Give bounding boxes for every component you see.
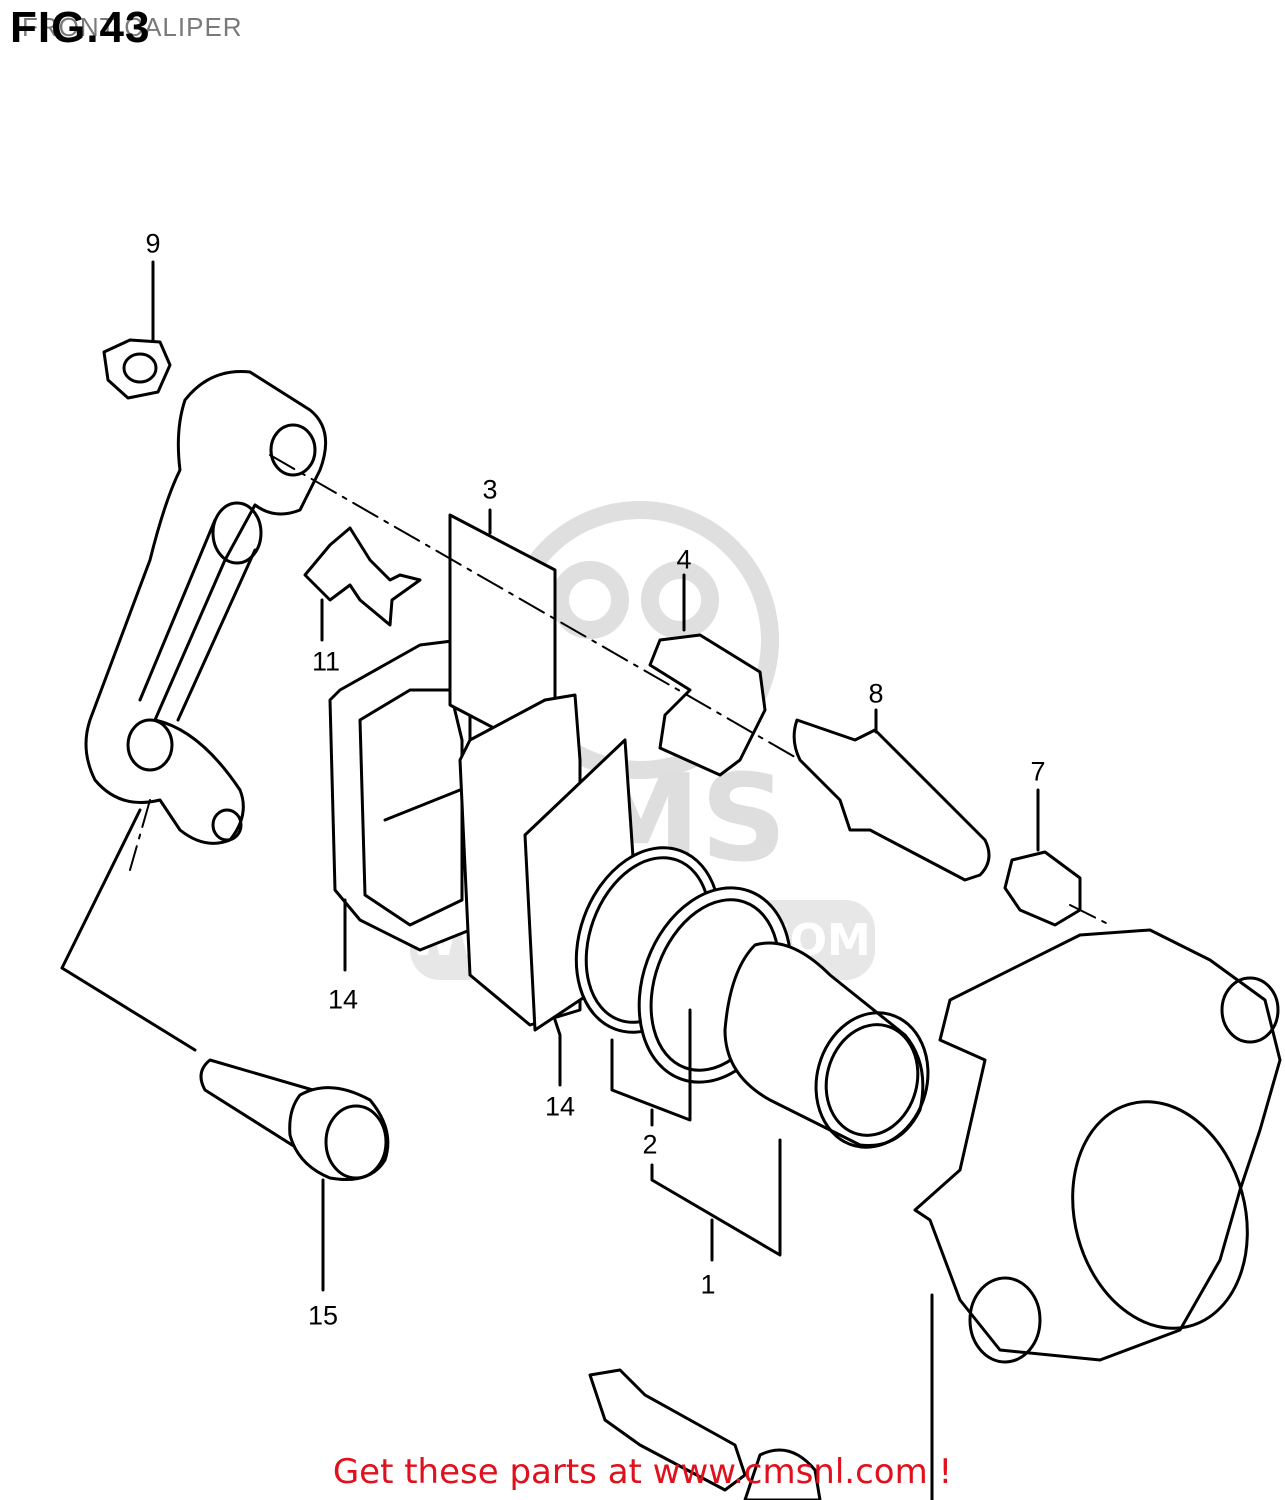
part-1-piston [650,941,930,1262]
callout-14-inner: 14 [544,1091,576,1122]
caliper-bracket [84,370,328,845]
figure-title: FIG.43 [10,3,151,52]
callout-7: 7 [1030,756,1046,787]
part-9-nut [102,260,172,400]
callout-11: 11 [311,646,341,677]
part-7-bleeder [1003,788,1082,927]
callout-9: 9 [145,228,161,259]
footer-link[interactable]: Get these parts at www.cmsnl.com ! [332,1452,953,1492]
callout-15: 15 [307,1300,339,1331]
caliper-body [913,928,1282,1500]
figure-subtitle: FRONT CALIPER [22,12,243,42]
alignment-lines [129,454,1111,926]
part-8-slide-pin [792,708,991,882]
part-11-spring [303,526,422,642]
callout-3: 3 [482,474,498,505]
part-4-pad-spring [648,573,767,777]
callout-4: 4 [676,544,692,575]
callout-1: 1 [700,1269,716,1300]
callout-14-outer: 14 [327,984,359,1015]
part-15-bolt [60,808,390,1292]
callout-2: 2 [642,1129,658,1160]
lower-slide-pin [588,1368,822,1500]
callout-8: 8 [868,678,884,709]
